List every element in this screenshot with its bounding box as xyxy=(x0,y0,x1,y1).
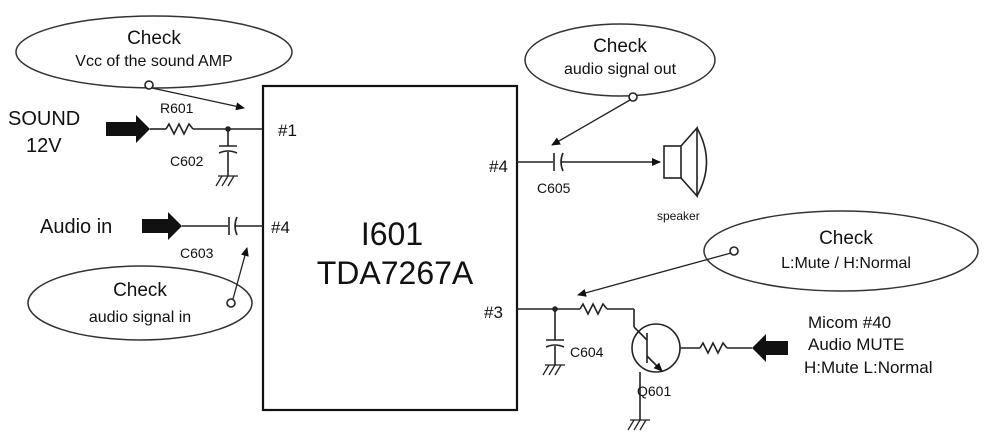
callout-vcc-title: Check xyxy=(127,28,181,49)
r601-resistor xyxy=(165,122,194,136)
callout-audio-out xyxy=(524,23,716,97)
callout-vcc-pointer xyxy=(151,87,245,111)
audio-in-arrow-icon xyxy=(142,212,182,240)
c602-label: C602 xyxy=(170,153,204,169)
callout-mute-pointer xyxy=(577,252,732,297)
micom-arrow-icon xyxy=(752,334,788,362)
sound-label: SOUND xyxy=(8,108,80,130)
micom-label: Micom #40 xyxy=(808,313,891,332)
c604-label: C604 xyxy=(570,344,604,360)
callout-vcc xyxy=(15,15,293,89)
ic-part-label: TDA7267A xyxy=(317,255,474,291)
sound-voltage-label: 12V xyxy=(26,135,62,157)
speaker-label: speaker xyxy=(657,209,700,223)
callout-mute-title: Check xyxy=(819,228,873,249)
c603-label: C603 xyxy=(180,245,214,261)
audio-in-label: Audio in xyxy=(40,216,112,238)
pin-4-output-label: #4 xyxy=(489,157,508,176)
callout-audio-in xyxy=(27,265,253,341)
ic-body xyxy=(261,84,519,412)
micom-logic-label: H:Mute L:Normal xyxy=(804,358,932,377)
mute-resistor xyxy=(579,302,608,316)
pin-3-label: #3 xyxy=(484,303,503,322)
r601-label: R601 xyxy=(160,100,194,116)
ic-ref-label: I601 xyxy=(361,216,423,252)
callout-audio-in-pointer xyxy=(232,247,249,300)
callout-mute xyxy=(703,210,979,292)
q601-base-resistor xyxy=(699,341,728,355)
micom-function-label: Audio MUTE xyxy=(808,335,904,354)
callout-audio-in-text: audio signal in xyxy=(89,309,191,326)
callout-audio-in-title: Check xyxy=(113,280,167,301)
speaker-icon xyxy=(663,145,682,179)
sound-input-arrow-icon xyxy=(106,115,150,143)
pin-4-input-label: #4 xyxy=(271,218,290,237)
callout-vcc-text: Vcc of the sound AMP xyxy=(75,53,232,70)
callout-audio-out-text: audio signal out xyxy=(564,61,677,78)
callout-mute-text: L:Mute / H:Normal xyxy=(781,255,911,272)
q601-label: Q601 xyxy=(637,383,671,399)
callout-audio-out-title: Check xyxy=(593,36,647,57)
c605-label: C605 xyxy=(537,180,571,196)
pin-1-label: #1 xyxy=(278,121,297,140)
callout-audio-out-pointer xyxy=(551,99,631,146)
